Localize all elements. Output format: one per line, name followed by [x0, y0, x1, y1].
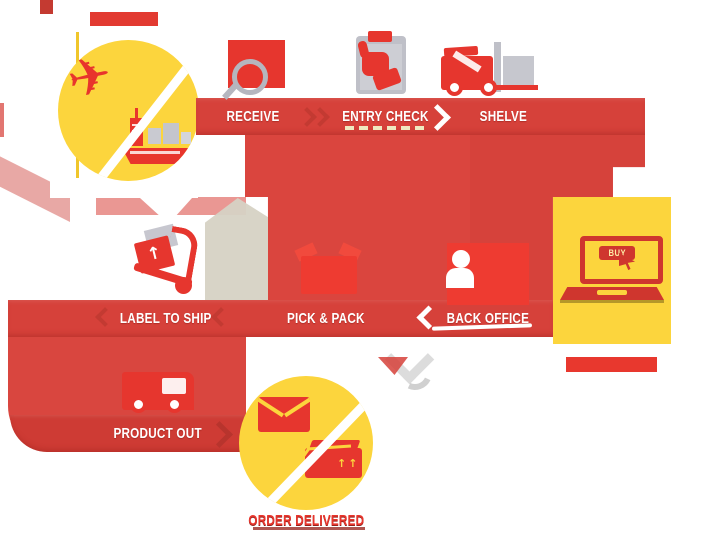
- bottom-band: [10, 415, 246, 452]
- up-arrow-icon: ↑: [145, 242, 164, 266]
- order-delivered-circle: ↑↑: [239, 376, 373, 510]
- inbound-circle: ✈: [58, 40, 199, 181]
- stage-label-pick-pack: PICK & PACK: [286, 310, 365, 327]
- cargo-ship-icon: [58, 40, 199, 181]
- stage-label-order-delivered: ORDER DELIVERED: [248, 511, 364, 529]
- stage-label-back-office: BACK OFFICE: [446, 310, 529, 327]
- stage-label-receive: RECEIVE: [226, 108, 280, 125]
- start-title-bar: [90, 12, 158, 26]
- package-up-arrows: ↑↑: [337, 457, 360, 470]
- stage-label-product-out: PRODUCT OUT: [113, 425, 203, 442]
- package-icon: ↑↑: [239, 376, 373, 510]
- start-corner-square: [40, 0, 53, 14]
- entry-check-underline: [345, 126, 429, 130]
- buy-button: BUY: [599, 246, 635, 260]
- stage-label-shelve: SHELVE: [479, 108, 527, 125]
- ribbon-left-edge-sliver: [0, 103, 4, 137]
- order-delivered-underline: [253, 527, 365, 530]
- stage-label-entry-check: ENTRY CHECK: [341, 108, 429, 125]
- middle-band: [8, 300, 553, 337]
- online-order-title-bar: [566, 357, 657, 372]
- envelope-icon: [258, 397, 310, 432]
- stage-label-label-to-ship: LABEL TO SHIP: [119, 310, 212, 327]
